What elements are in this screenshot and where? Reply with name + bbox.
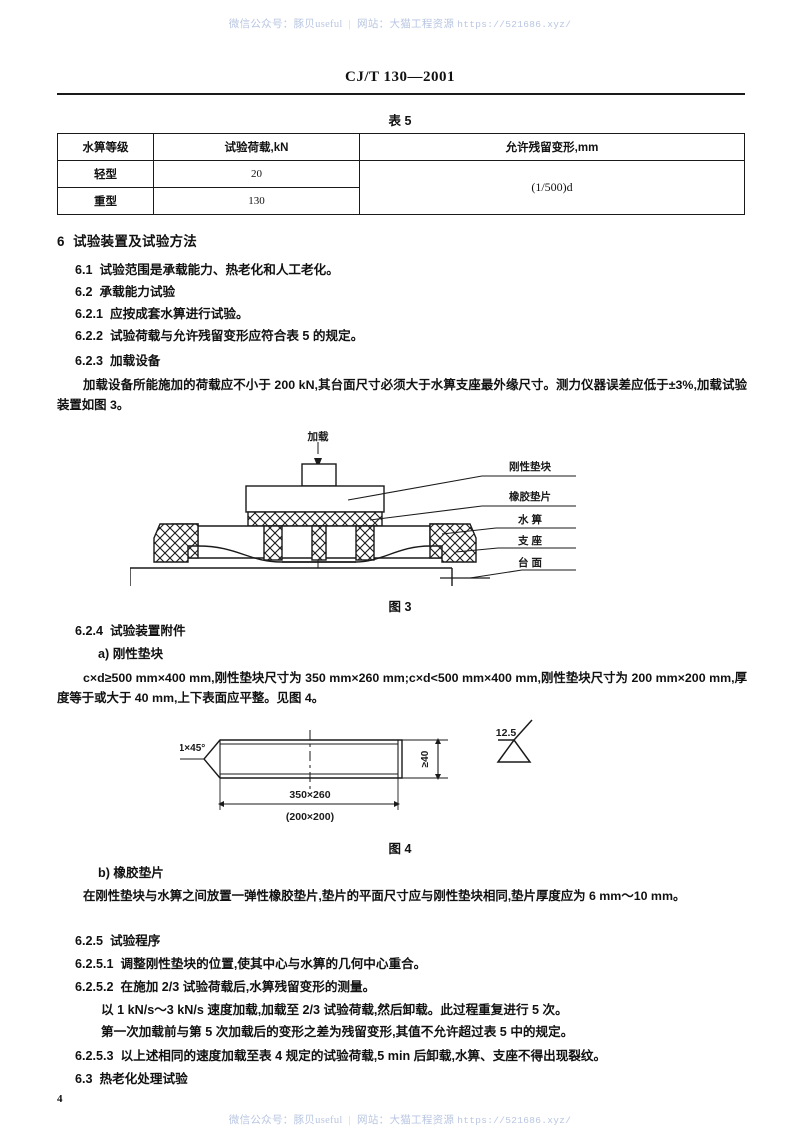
- watermark-wechat-label: 微信公众号：豚贝useful: [228, 1115, 343, 1126]
- figure-4-dim-secondary: (200×200): [286, 811, 334, 823]
- figure-4-drawing: 1×45° ≥40 350×260 (200×200) 12.5: [179, 719, 533, 823]
- table-caption: 表 5: [388, 114, 412, 128]
- figure-4-dim-primary: 350×260: [289, 789, 330, 801]
- figure-4-thickness-label: ≥40: [420, 750, 431, 767]
- section-6-2-3: 6.2.3 加载设备: [75, 354, 161, 368]
- section-6-2-4-a-body: c×d≥500 mm×400 mm,刚性垫块尺寸为 350 mm×260 mm;…: [57, 671, 747, 706]
- figure-3-load-label: 加载: [307, 430, 329, 443]
- figure-4-roughness-label: 12.5: [496, 727, 517, 739]
- section-6-2-5-2-body-1: 以 1 kN/s～3 kN/s 速度加载,加载至 2/3 试验荷载,然后卸载。此…: [101, 1003, 568, 1017]
- header-rule: [57, 93, 745, 95]
- watermark-separator: |: [348, 19, 352, 30]
- figure-3-callout-table-surface: 台 面: [518, 556, 542, 569]
- section-6-heading: 6 试验装置及试验方法: [57, 234, 198, 249]
- watermark-url: https://521686.xyz/: [457, 19, 572, 30]
- section-6-2-4: 6.2.4 试验装置附件: [75, 624, 186, 638]
- watermark-url: https://521686.xyz/: [457, 1115, 572, 1126]
- section-6-2: 6.2 承载能力试验: [75, 285, 176, 299]
- section-6-2-5-2-body-2: 第一次加载前与第 5 次加载后的变形之差为残留变形,其值不允许超过表 5 中的规…: [101, 1025, 574, 1039]
- section-6-2-3-body: 加载设备所能施加的荷载应不小于 200 kN,其台面尺寸必须大于水箅支座最外缘尺…: [57, 378, 747, 413]
- figure-4-caption: 图 4: [388, 842, 412, 856]
- figure-3-callout-seat: 支 座: [517, 534, 542, 547]
- table-header-grade: 水箅等级: [57, 133, 154, 161]
- table-header-row: 水箅等级 试验荷载,kN 允许残留变形,mm: [57, 133, 745, 161]
- watermark-top: 微信公众号：豚贝useful | 网站：大猫工程资源 https://521686.…: [0, 16, 800, 31]
- page-number: 4: [57, 1093, 63, 1105]
- figure-3-callout-grating: 水 箅: [517, 513, 542, 526]
- section-6-2-2: 6.2.2 试验荷载与允许残留变形应符合表 5 的规定。: [75, 329, 364, 343]
- watermark-separator: |: [348, 1115, 352, 1126]
- cell-load-light: 20: [153, 160, 360, 188]
- section-6-2-5-3: 6.2.5.3 以上述相同的速度加载至表 4 规定的试验荷载,5 min 后卸载…: [75, 1049, 607, 1063]
- cell-grade-light: 轻型: [57, 160, 154, 188]
- cell-load-heavy: 130: [153, 187, 360, 215]
- section-6-2-4-b-body: 在刚性垫块与水箅之间放置一弹性橡胶垫片,垫片的平面尺寸应与刚性垫块相同,垫片厚度…: [83, 889, 686, 903]
- table-header-deformation: 允许残留变形,mm: [359, 133, 745, 161]
- watermark-site-label: 网站：大猫工程资源: [357, 1115, 455, 1126]
- figure-4-chamfer-label: 1×45°: [180, 743, 205, 754]
- section-6-2-5-2: 6.2.5.2 在施加 2/3 试验荷载后,水箅残留变形的测量。: [75, 980, 376, 994]
- watermark-wechat-label: 微信公众号：豚贝useful: [228, 19, 343, 30]
- table-header-load: 试验荷载,kN: [153, 133, 360, 161]
- figure-3-callout-rubber-pad: 橡胶垫片: [509, 490, 551, 503]
- section-6-2-4-b: b) 橡胶垫片: [98, 866, 164, 880]
- table-5: 水箅等级 试验荷载,kN 允许残留变形,mm 轻型 20 (1/500)d 重型…: [57, 133, 745, 215]
- table-row: 重型 130: [57, 187, 745, 215]
- figure-4: 1×45° ≥40 350×260 (200×200) 12.5: [179, 718, 660, 843]
- cell-allowed-deformation: (1/500)d: [359, 160, 745, 215]
- figure-3-caption: 图 3: [388, 600, 412, 614]
- section-6-1: 6.1 试验范围是承载能力、热老化和人工老化。: [75, 263, 339, 277]
- cell-grade-heavy: 重型: [57, 187, 154, 215]
- section-6-2-5: 6.2.5 试验程序: [75, 934, 161, 948]
- document-header: CJ/T 130—2001: [0, 68, 800, 86]
- section-6-2-5-1: 6.2.5.1 调整刚性垫块的位置,使其中心与水箅的几何中心重合。: [75, 957, 427, 971]
- watermark-bottom: 微信公众号：豚贝useful | 网站：大猫工程资源 https://521686.…: [0, 1112, 800, 1127]
- standard-code: CJ/T 130—2001: [345, 69, 455, 85]
- table-row: 轻型 20 (1/500)d: [57, 160, 745, 215]
- section-6-3: 6.3 热老化处理试验: [75, 1072, 188, 1086]
- section-6-2-4-a: a) 刚性垫块: [98, 647, 164, 661]
- figure-3-callout-rigid-block: 刚性垫块: [509, 460, 551, 473]
- section-6-2-1: 6.2.1 应按成套水箅进行试验。: [75, 307, 249, 321]
- figure-3: 加载 刚性垫块 橡胶垫片 水 箅 支 座 台 面: [129, 428, 690, 598]
- figure-3-drawing: 加载 刚性垫块 橡胶垫片 水 箅 支 座 台 面: [129, 430, 576, 586]
- watermark-site-label: 网站：大猫工程资源: [357, 19, 455, 30]
